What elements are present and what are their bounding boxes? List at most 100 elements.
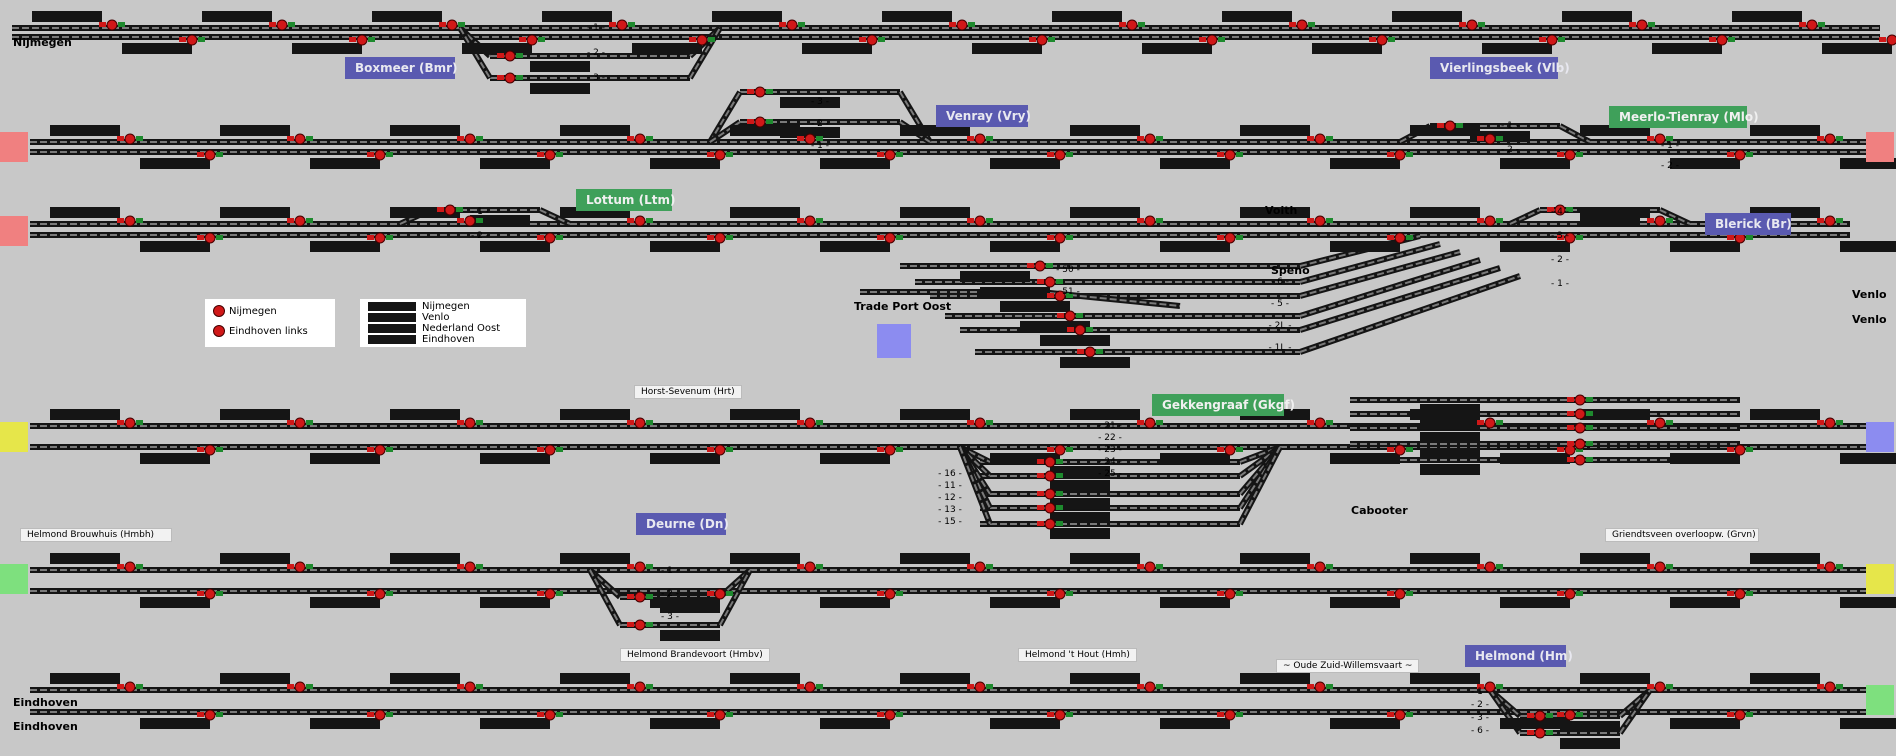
block-display[interactable] [900,409,970,420]
block-display[interactable] [1420,464,1480,475]
block-display[interactable] [1840,597,1896,608]
signal-red-icon[interactable] [124,417,136,429]
label-helmond-t-hout[interactable]: Helmond 't Hout (Hmh) [1018,648,1137,662]
signal-red-icon[interactable] [1054,709,1066,721]
block-display[interactable] [1670,718,1740,729]
block-display[interactable] [480,718,550,729]
signal-red-icon[interactable] [544,444,556,456]
block-display[interactable] [122,43,192,54]
block-display[interactable] [220,207,290,218]
block-display[interactable] [1500,597,1570,608]
block-display[interactable] [530,83,590,94]
block-display[interactable] [220,553,290,564]
block-display[interactable] [1840,241,1896,252]
block-display[interactable] [1060,357,1130,368]
block-display[interactable] [900,207,970,218]
block-display[interactable] [1222,11,1292,22]
block-display[interactable] [1420,432,1480,443]
block-display[interactable] [730,673,800,684]
signal-red-icon[interactable] [866,34,878,46]
signal-red-icon[interactable] [1534,710,1546,722]
block-display[interactable] [730,409,800,420]
signal-red-icon[interactable] [634,215,646,227]
station-boxmeer[interactable]: Boxmeer (Bmr) [345,57,458,79]
signal-red-icon[interactable] [1314,561,1326,573]
block-display[interactable] [1670,453,1740,464]
signal-red-icon[interactable] [1394,588,1406,600]
signal-red-icon[interactable] [1144,215,1156,227]
signal-red-icon[interactable] [1466,19,1478,31]
signal-red-icon[interactable] [1484,561,1496,573]
block-display[interactable] [1670,597,1740,608]
block-display[interactable] [542,11,612,22]
signal-red-icon[interactable] [884,232,896,244]
signal-red-icon[interactable] [374,588,386,600]
block-display[interactable] [1560,738,1620,749]
block-display[interactable] [470,215,530,226]
block-display[interactable] [292,43,362,54]
signal-red-icon[interactable] [1564,232,1576,244]
block-display[interactable] [1240,207,1310,218]
signal-red-icon[interactable] [374,232,386,244]
signal-red-icon[interactable] [634,591,646,603]
signal-red-icon[interactable] [1084,346,1096,358]
block-display[interactable] [1580,125,1650,136]
signal-red-icon[interactable] [1144,561,1156,573]
block-display[interactable] [1312,43,1382,54]
signal-red-icon[interactable] [1224,149,1236,161]
signal-red-icon[interactable] [974,561,986,573]
block-display[interactable] [1160,158,1230,169]
block-display[interactable] [650,241,720,252]
signal-red-icon[interactable] [1054,290,1066,302]
block-display[interactable] [390,409,460,420]
block-display[interactable] [1160,453,1230,464]
block-display[interactable] [1240,673,1310,684]
signal-red-icon[interactable] [974,215,986,227]
block-display[interactable] [900,673,970,684]
signal-red-icon[interactable] [1394,444,1406,456]
signal-red-icon[interactable] [1224,588,1236,600]
signal-red-icon[interactable] [1564,444,1576,456]
block-display[interactable] [1840,158,1896,169]
signal-red-icon[interactable] [1654,561,1666,573]
block-display[interactable] [1070,553,1140,564]
block-display[interactable] [1240,125,1310,136]
block-display[interactable] [462,43,532,54]
signal-red-icon[interactable] [186,34,198,46]
block-display[interactable] [202,11,272,22]
block-display[interactable] [50,125,120,136]
signal-red-icon[interactable] [1824,215,1836,227]
signal-red-icon[interactable] [1074,324,1086,336]
block-display[interactable] [560,125,630,136]
signal-red-icon[interactable] [1444,120,1456,132]
block-display[interactable] [480,241,550,252]
block-display[interactable] [1750,673,1820,684]
signal-red-icon[interactable] [1144,417,1156,429]
block-display[interactable] [1420,418,1480,429]
signal-red-icon[interactable] [754,86,766,98]
block-display[interactable] [50,409,120,420]
signal-red-icon[interactable] [804,133,816,145]
block-display[interactable] [1410,125,1480,136]
block-display[interactable] [1562,11,1632,22]
block-display[interactable] [560,673,630,684]
signal-red-icon[interactable] [1564,149,1576,161]
block-display[interactable] [660,630,720,641]
block-display[interactable] [1070,207,1140,218]
track-segment[interactable] [707,90,743,144]
signal-red-icon[interactable] [124,215,136,227]
signal-red-icon[interactable] [1734,709,1746,721]
block-display[interactable] [820,718,890,729]
signal-red-icon[interactable] [1824,561,1836,573]
signal-red-icon[interactable] [1044,502,1056,514]
block-display[interactable] [1822,43,1892,54]
block-display[interactable] [140,718,210,729]
block-display[interactable] [1840,453,1896,464]
block-display[interactable] [1420,448,1480,459]
signal-red-icon[interactable] [504,50,516,62]
block-display[interactable] [1070,673,1140,684]
signal-red-icon[interactable] [956,19,968,31]
signal-red-icon[interactable] [1144,133,1156,145]
signal-red-icon[interactable] [1064,310,1076,322]
signal-red-icon[interactable] [204,149,216,161]
